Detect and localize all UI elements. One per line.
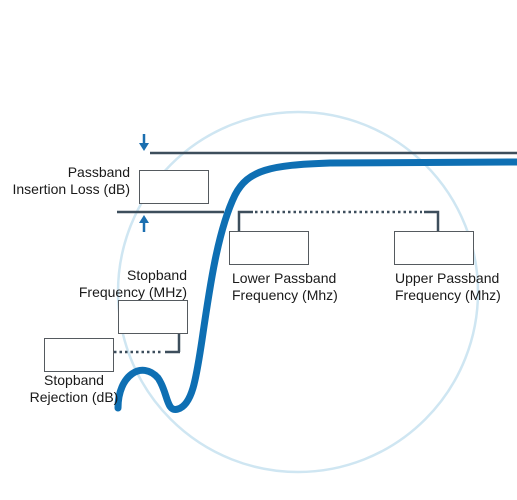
stopband-rejection-label-line2: Rejection (dB): [29, 389, 119, 405]
stopband-frequency-label: Stopband Frequency (MHz): [79, 267, 187, 301]
upper-passband-frequency-label-line1: Upper Passband: [395, 270, 500, 286]
stopband-frequency-label-line1: Stopband: [127, 267, 187, 283]
lower-passband-connector: [237, 210, 253, 232]
arrow-up-icon: [139, 215, 149, 232]
stopband-rejection-input[interactable]: [44, 338, 114, 372]
passband-insertion-loss-label: Passband Insertion Loss (dB): [13, 164, 131, 198]
filter-response-curve: [114, 158, 517, 413]
passband-insertion-loss-label-line1: Passband: [67, 164, 130, 180]
upper-passband-frequency-input[interactable]: [394, 231, 474, 265]
stopband-frequency-label-line2: Frequency (MHz): [78, 284, 187, 300]
arrow-down-icon: [139, 134, 149, 151]
passband-insertion-loss-input[interactable]: [139, 170, 209, 204]
lower-passband-frequency-label-line1: Lower Passband: [232, 270, 337, 286]
stopband-frequency-input[interactable]: [118, 300, 188, 334]
passband-insertion-loss-label-line2: Insertion Loss (dB): [12, 181, 131, 197]
stopband-rejection-label-line1: Stopband: [44, 372, 104, 388]
lower-passband-frequency-label-line2: Frequency (Mhz): [232, 287, 338, 303]
background-circle: [116, 110, 480, 474]
upper-passband-frequency-label: Upper Passband Frequency (Mhz): [395, 270, 501, 304]
upper-passband-connector: [424, 210, 440, 232]
stopband-rejection-label: Stopband Rejection (dB): [14, 372, 134, 406]
lower-passband-frequency-label: Lower Passband Frequency (Mhz): [232, 270, 338, 304]
upper-passband-frequency-label-line2: Frequency (Mhz): [395, 287, 501, 303]
lower-passband-frequency-input[interactable]: [229, 231, 309, 265]
